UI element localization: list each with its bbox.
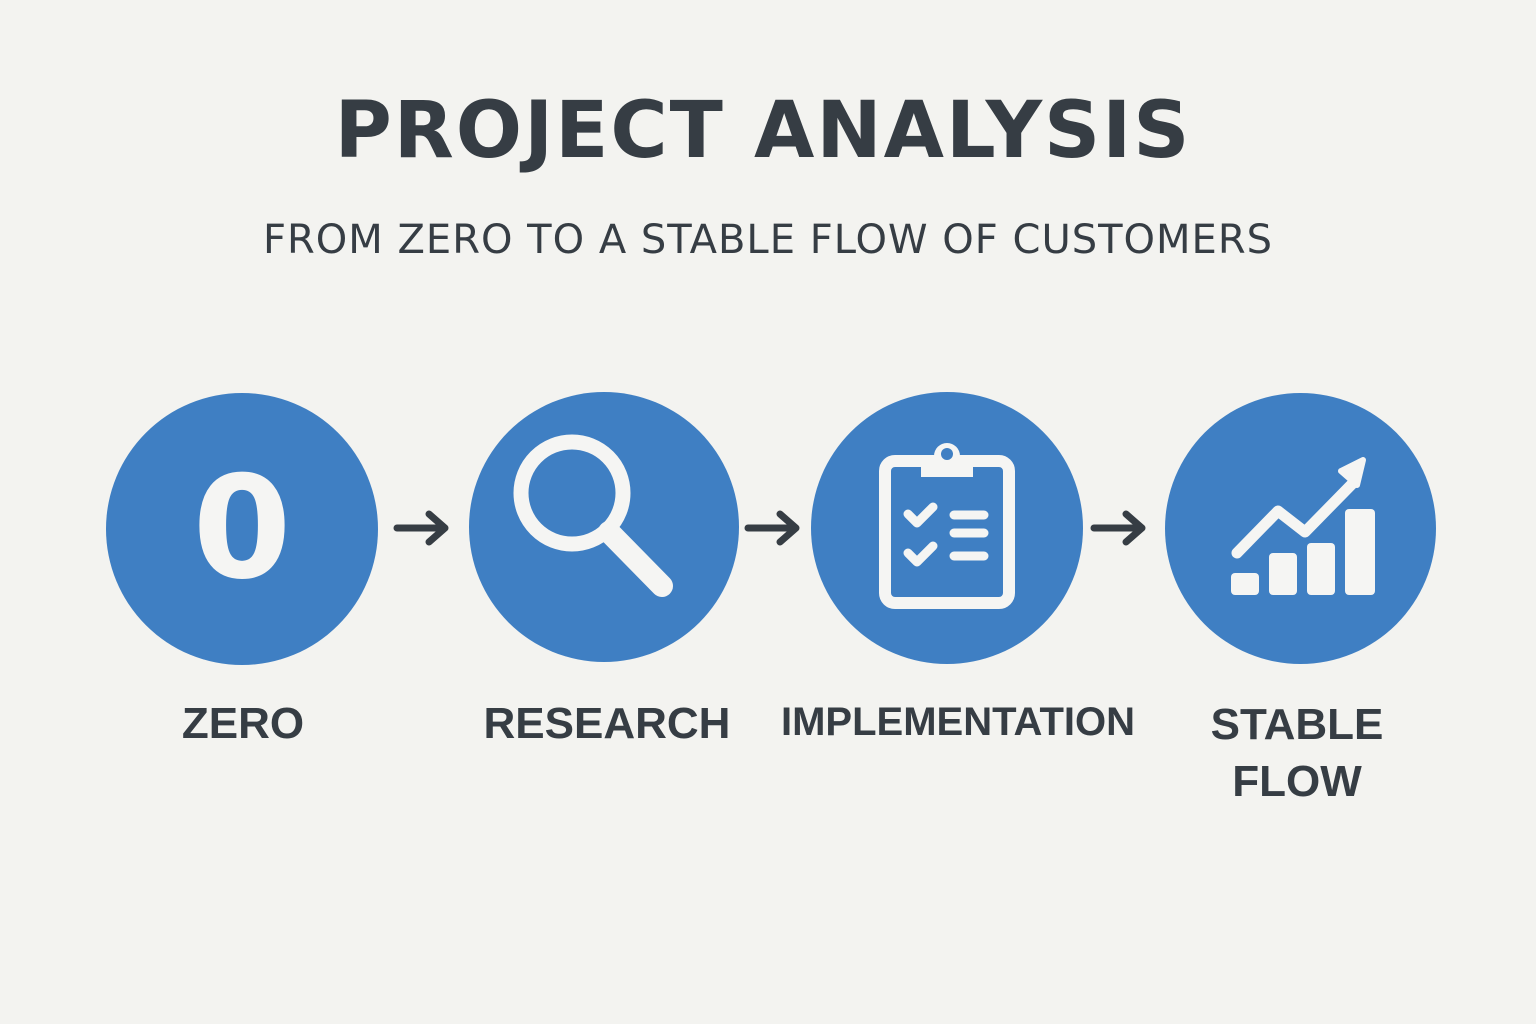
page-title: PROJECT ANALYSIS <box>334 86 1192 176</box>
step-label-implementation: IMPLEMENTATION <box>780 700 1136 744</box>
clipboard-checklist-icon <box>879 443 1015 609</box>
step-label-flow-line: FLOW <box>1232 757 1362 806</box>
step-research-circle <box>469 392 739 662</box>
step-label-stable-flow: STABLE FLOW <box>1181 697 1413 810</box>
arrow-right-icon <box>1090 510 1146 546</box>
step-zero-circle: 0 <box>106 393 378 665</box>
page-subtitle: FROM ZERO TO A STABLE FLOW OF CUSTOMERS <box>263 217 1273 263</box>
step-implementation-circle <box>811 392 1083 664</box>
step-label-stable-line: STABLE <box>1210 700 1384 749</box>
zero-digit-icon: 0 <box>192 446 292 611</box>
arrow-right-icon <box>393 510 449 546</box>
step-label-zero: ZERO <box>181 699 305 748</box>
arrow-right-icon <box>744 510 800 546</box>
step-stable-flow-circle <box>1165 393 1436 664</box>
growth-chart-icon <box>1231 457 1375 595</box>
magnifying-glass-icon <box>513 434 673 597</box>
step-label-research: RESEARCH <box>483 699 731 748</box>
